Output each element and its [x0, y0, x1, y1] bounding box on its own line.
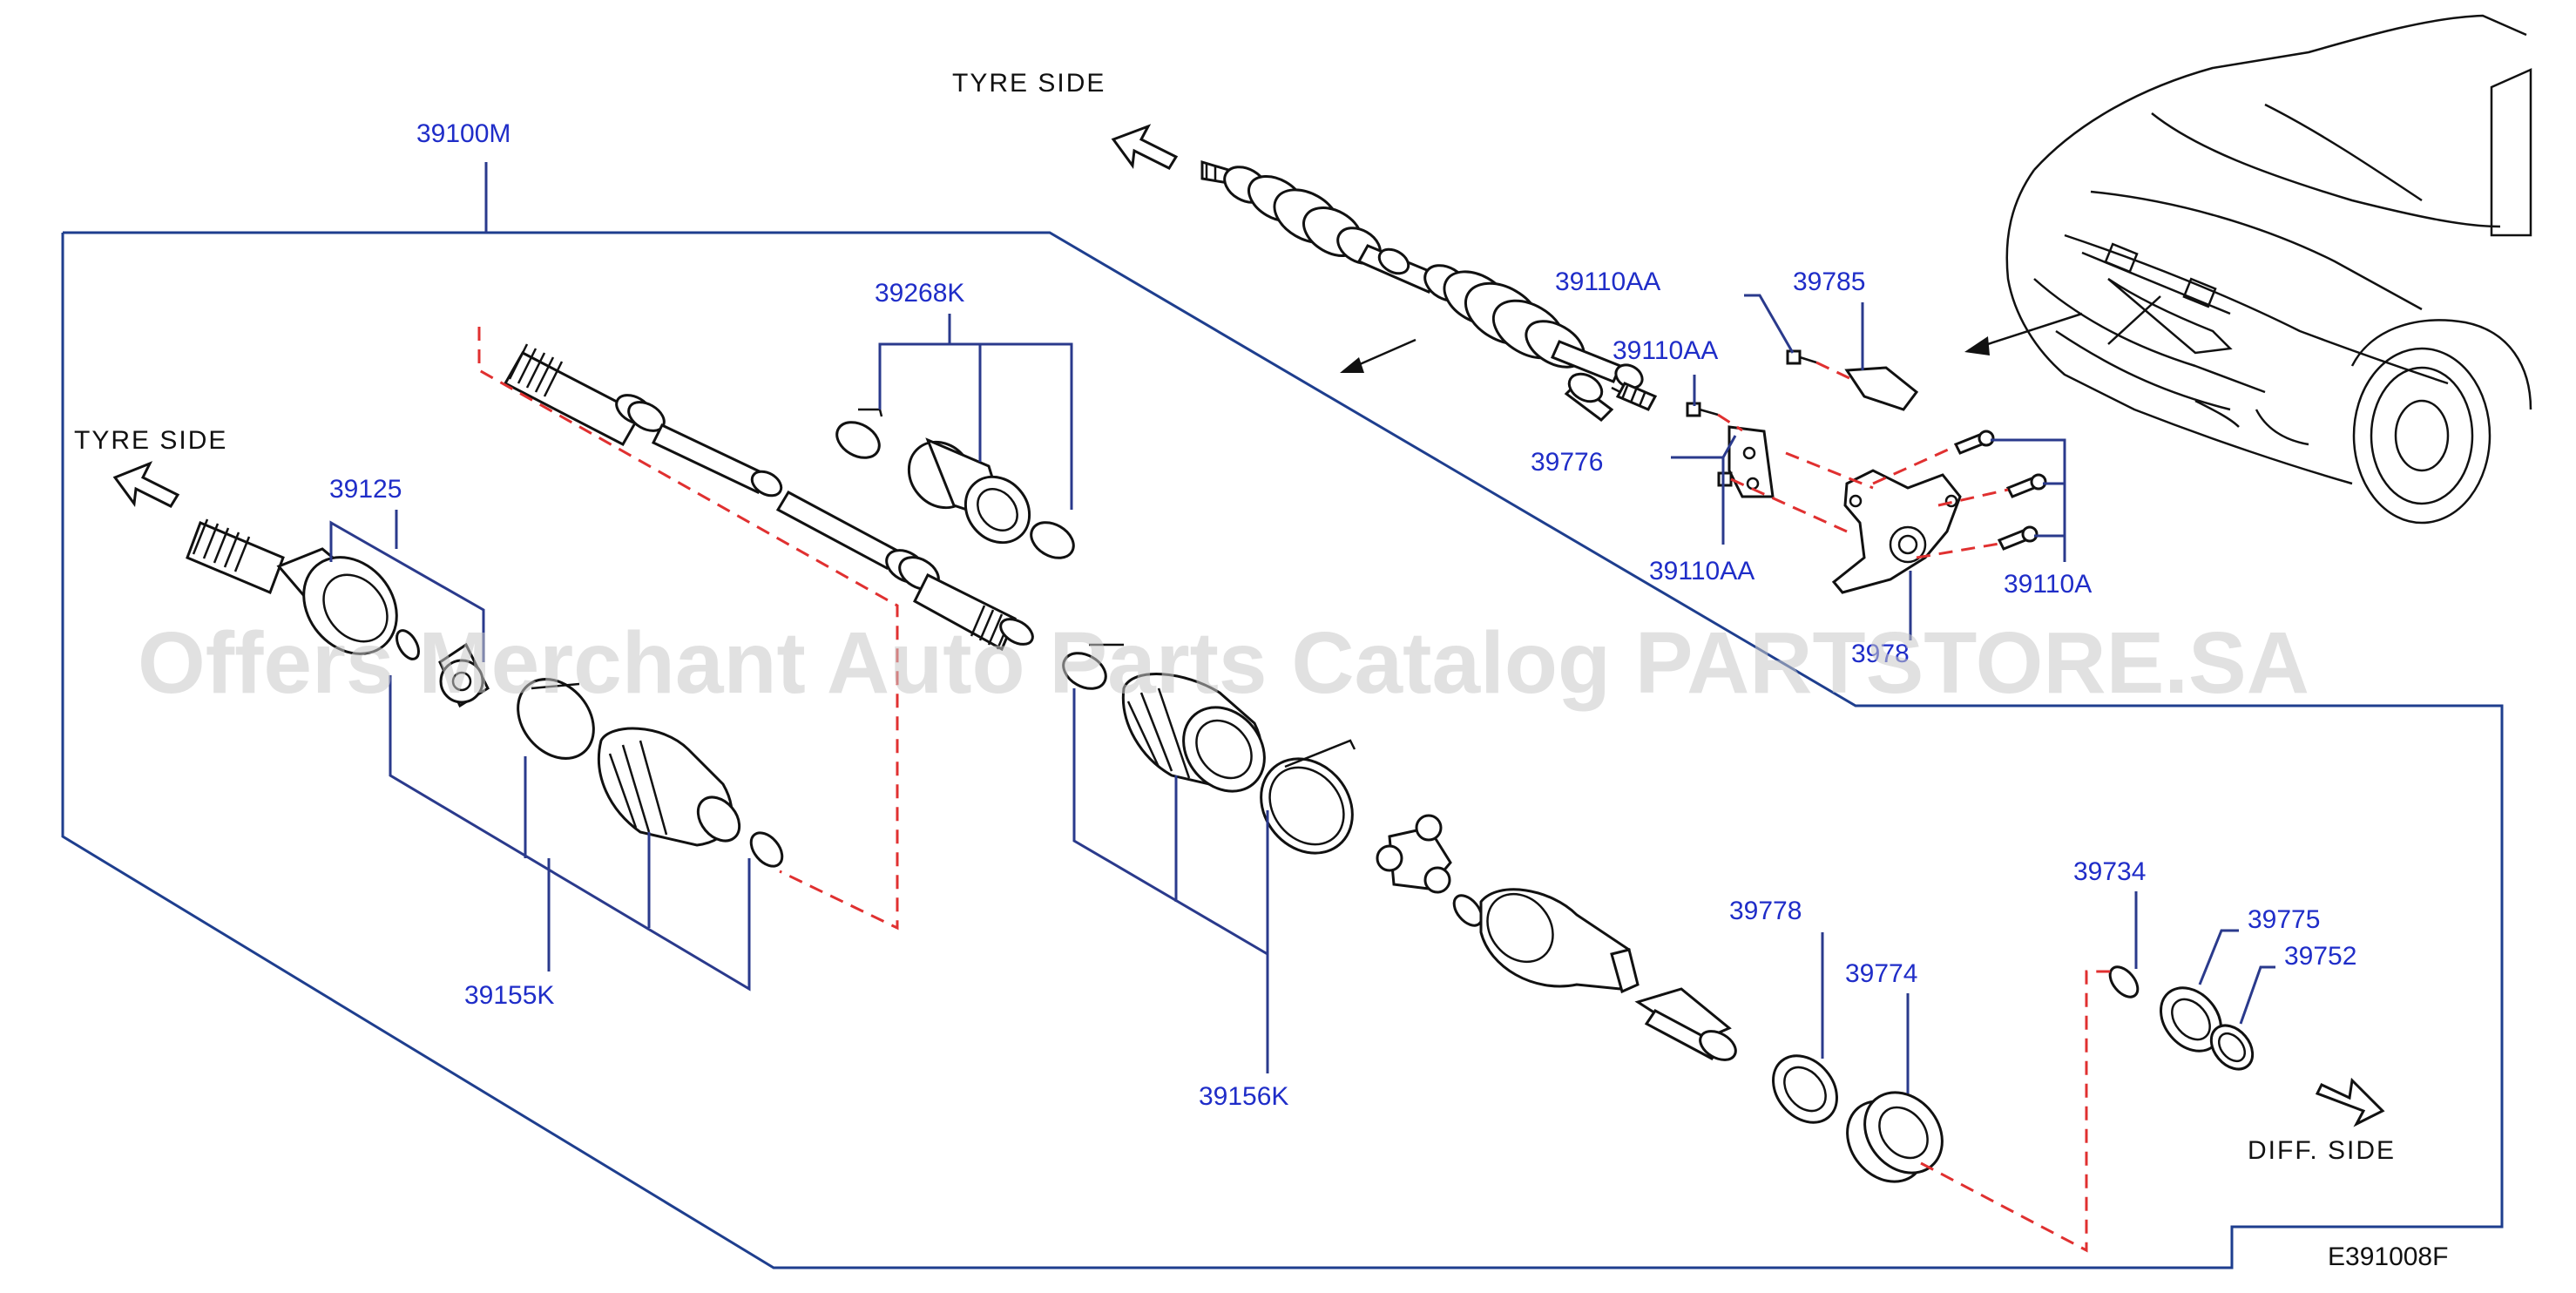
leader-39156K [1072, 688, 1269, 957]
bracket-assembly [1686, 349, 2047, 594]
label-39155K: 39155K [464, 981, 554, 1010]
dashed-bearing-box [1920, 970, 2113, 1253]
label-39110AA-top: 39110AA [1555, 267, 1660, 296]
leader-39268K [878, 342, 1073, 510]
label-39125: 39125 [329, 475, 402, 504]
leader-39775 [2198, 929, 2239, 985]
tyre-side-arrow-top [1111, 124, 1179, 170]
diff-side-arrow [2315, 1077, 2385, 1127]
outer-joint [186, 518, 784, 868]
label-39156K: 39156K [1199, 1082, 1288, 1111]
leader-39155K [389, 675, 751, 992]
label-39268K: 39268K [875, 279, 964, 308]
label-39752: 39752 [2284, 942, 2356, 971]
assembled-drive-shaft [1200, 159, 1658, 422]
label-39774: 39774 [1845, 959, 1917, 988]
leader-39752 [2239, 965, 2275, 1025]
label-39785: 39785 [1793, 267, 1865, 296]
label-39100M: 39100M [416, 119, 510, 148]
label-39775: 39775 [2248, 905, 2320, 934]
tyre-side-label-left: TYRE SIDE [74, 426, 227, 455]
damper-parts [835, 408, 1075, 559]
leader-39776 [1671, 435, 1737, 459]
inner-shaft [503, 343, 1034, 652]
leader-39110A [1991, 438, 2066, 538]
diagram-code: E391008F [2328, 1242, 2448, 1271]
inner-joint [1062, 643, 1737, 1061]
vehicle-outline [1964, 14, 2532, 525]
label-39778: 39778 [1729, 897, 1802, 925]
label-3978x: 3978 [1851, 640, 1910, 668]
label-39110AA-mid: 39110AA [1613, 336, 1718, 365]
label-39776: 39776 [1531, 448, 1603, 477]
label-39110A: 39110A [2004, 570, 2092, 599]
watermark-text: Offers Merchant Auto Parts Catalog PARTS… [138, 614, 2309, 712]
assembly-frame [61, 231, 2504, 1269]
diff-side-label: DIFF. SIDE [2248, 1136, 2396, 1165]
label-39734: 39734 [2073, 857, 2146, 886]
leader-39110AA-top [1744, 294, 1795, 354]
tyre-side-label-top: TYRE SIDE [952, 69, 1105, 98]
leader-39125 [329, 520, 485, 662]
seals [2108, 965, 2255, 1071]
dashed-inner-shaft-box [477, 327, 899, 931]
label-39110AA-low: 39110AA [1649, 557, 1755, 586]
bearings [1772, 1054, 1944, 1183]
tyre-side-arrow-left [112, 461, 180, 508]
